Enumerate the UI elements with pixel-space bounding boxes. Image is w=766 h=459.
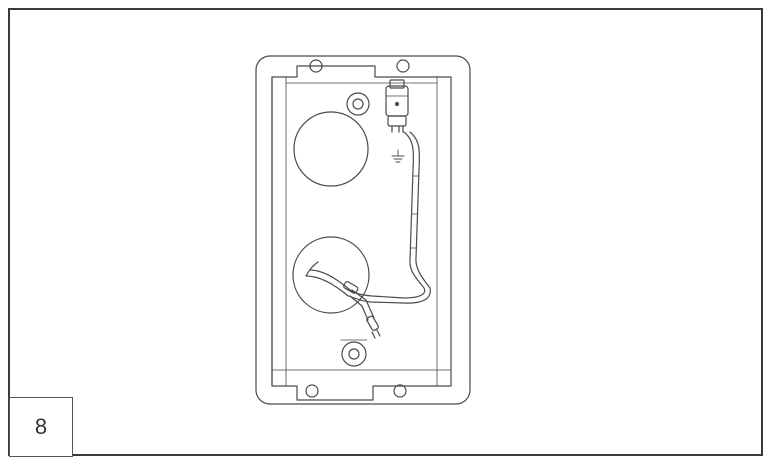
mounting-hole-bottom-left [305,384,319,398]
step-number-label: 8 [9,397,73,457]
screw-bottom [340,339,368,367]
knockout-upper [293,111,369,187]
inner-box [271,65,452,401]
screw-top [346,92,370,116]
mounting-plate [255,55,471,405]
mounting-hole-bottom-right [393,384,407,398]
connector-plug [385,79,409,133]
ground-icon [391,149,405,163]
wire-leads [305,261,381,339]
knockout-lower [292,236,370,314]
cable [348,131,431,304]
mounting-hole-top-left [309,59,323,73]
mounting-hole-top-right [396,59,410,73]
